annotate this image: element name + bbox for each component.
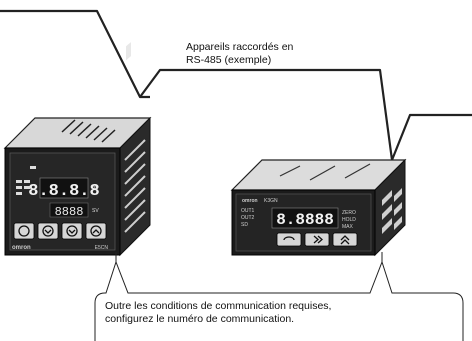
callout-line1: Outre les conditions de communication re… bbox=[105, 300, 332, 312]
indicator-label-out2: OUT2 bbox=[241, 215, 255, 221]
indicator-label-hold: HOLD bbox=[342, 217, 356, 223]
callout-leaders bbox=[115, 252, 383, 293]
indicator-label-max: MAX bbox=[342, 224, 354, 230]
callout-text: Outre les conditions de communication re… bbox=[105, 300, 455, 326]
rs485-cable bbox=[0, 9, 472, 161]
indicator-label-out1: OUT1 bbox=[241, 208, 255, 214]
indicator-model-label: K3GN bbox=[264, 198, 278, 204]
indicator-brand-logo: omron bbox=[242, 198, 258, 204]
controller-sv-unit: SV bbox=[92, 208, 99, 214]
controller-sv-display: 8888 bbox=[55, 205, 84, 219]
callout-line2: configurez le numéro de communication. bbox=[105, 313, 295, 325]
panel-indicator-k3gn: omron K3GN 8.8888 OUT1 OUT2 SD ZERO HOLD… bbox=[230, 158, 407, 257]
indicator-label-sd: SD bbox=[241, 222, 248, 228]
indicator-buttons bbox=[276, 232, 358, 247]
controller-brand-logo: omron bbox=[12, 245, 31, 251]
connection-label-line2: RS-485 (exemple) bbox=[186, 54, 272, 66]
indicator-display: 8.8888 bbox=[276, 211, 334, 229]
callout-bubble bbox=[94, 260, 464, 341]
controller-model-label: E5CN bbox=[95, 245, 109, 251]
indicator-label-zero: ZERO bbox=[342, 210, 356, 216]
controller-buttons bbox=[13, 222, 107, 240]
controller-pv-display: 8.8.8.8 bbox=[28, 182, 99, 201]
controller-pv-unit: PV bbox=[92, 186, 99, 192]
connection-label-line1: Appareils raccordés en bbox=[186, 41, 294, 53]
temperature-controller-e5cn: 8.8.8.8 PV 8888 SV bbox=[3, 42, 152, 257]
